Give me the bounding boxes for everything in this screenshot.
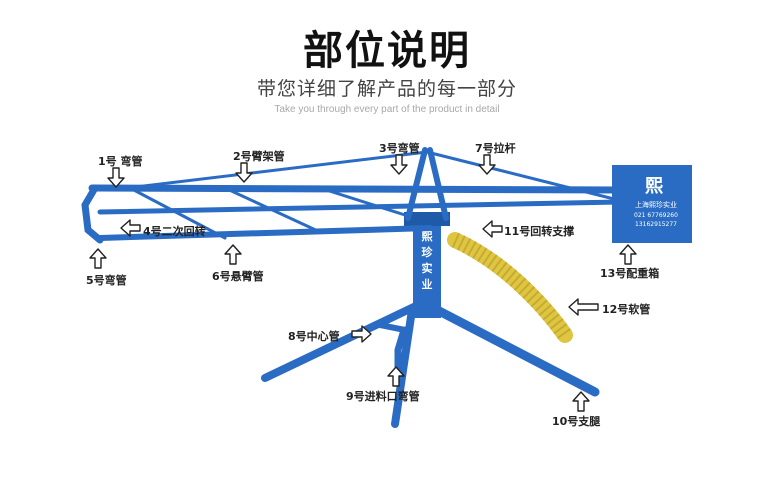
arrow-part-10 [572,391,590,412]
label-part-11: 11号回转支撑 [504,225,575,238]
mast-lettering: 熙 珍 实 业 [422,230,434,291]
arrow-part-11 [482,220,503,238]
label-part-13: 13号配重箱 [600,267,660,280]
label-part-8: 8号中心管 [288,330,340,343]
label-part-6: 6号悬臂管 [212,270,264,283]
tripod-legs [261,295,600,428]
boom-frame [81,147,628,244]
arrow-part-13 [619,244,637,265]
svg-text:业: 业 [422,277,433,291]
arrow-part-2 [235,162,253,183]
label-part-9: 9号进料口弯管 [346,390,420,403]
counterweight-box [612,165,692,243]
arrow-part-9 [387,366,405,387]
page-subtitle: 带您详细了解产品的每一部分 [256,78,517,100]
arrow-part-3 [390,154,408,175]
arrow-part-7 [478,154,496,175]
slewing-support [404,212,450,226]
arrow-part-8 [351,325,372,343]
svg-text:珍: 珍 [422,245,434,259]
label-part-5: 5号弯管 [86,274,127,287]
label-part-12: 12号软管 [602,303,651,316]
label-part-7: 7号拉杆 [475,142,516,155]
label-part-3: 3号弯管 [379,142,420,155]
svg-text:熙: 熙 [645,176,663,197]
svg-text:上海熙珍实业: 上海熙珍实业 [635,200,677,209]
arrow-part-5 [89,248,107,269]
center-pipe [394,326,408,376]
label-part-1: 1号 弯管 [98,155,143,168]
central-mast [413,218,441,318]
page-title: 部位说明 [303,27,471,74]
arrow-part-1 [107,167,125,188]
svg-text:熙: 熙 [422,230,433,243]
svg-text:实: 实 [422,261,433,275]
arrow-part-12 [568,298,599,316]
label-part-4: 4号二次回转 [143,225,206,238]
page-caption: Take you through every part of the produ… [274,104,500,115]
hose [447,232,573,343]
counterweight-lettering: 熙 上海熙珍实业 021 67769260 13162915277 [634,176,678,228]
svg-text:021 67769260: 021 67769260 [634,212,678,219]
label-part-10: 10号支腿 [552,415,601,428]
arrow-part-6 [224,244,242,265]
svg-text:13162915277: 13162915277 [635,221,677,228]
pointer-arrows [89,154,637,412]
arrow-part-4 [120,219,141,237]
label-part-2: 2号臂架管 [233,150,285,163]
